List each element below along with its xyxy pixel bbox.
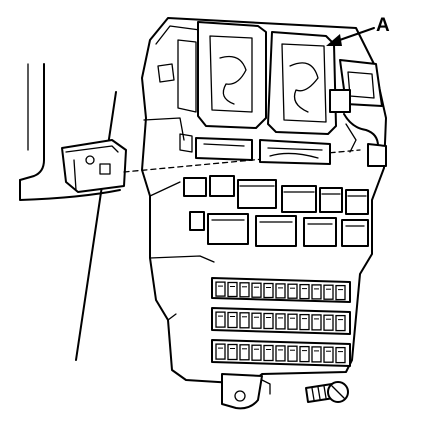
mounting-guide-line xyxy=(75,91,117,361)
top-relays xyxy=(157,21,337,135)
fuse-slot xyxy=(263,312,274,330)
fuse-slot xyxy=(335,346,346,364)
fuse-slot xyxy=(275,313,286,330)
body-panel xyxy=(19,63,121,201)
fuse-slot xyxy=(335,284,346,301)
side-connector xyxy=(329,59,387,167)
fuse-slot xyxy=(239,344,250,361)
fuse-slot xyxy=(335,314,346,332)
fuse-slot xyxy=(215,343,226,360)
connector-row xyxy=(179,133,331,165)
fuse-slot xyxy=(275,283,286,299)
fuse-slot xyxy=(287,283,298,299)
fuse-slot xyxy=(251,282,262,298)
fuse-slot xyxy=(311,284,322,300)
callout-label-a: A xyxy=(376,15,390,36)
fuse-slot xyxy=(251,312,262,329)
bottom-tab xyxy=(221,373,271,410)
relay-row-lower xyxy=(189,211,369,247)
fuse-slot xyxy=(251,344,262,361)
fuse-slot xyxy=(311,314,322,331)
fuse-slot xyxy=(299,345,310,363)
fuse-slot xyxy=(239,312,250,329)
fuse-slot xyxy=(263,344,274,362)
fuse-slot xyxy=(287,313,298,330)
fuse-slot xyxy=(323,314,334,331)
fuse-slot xyxy=(263,282,274,299)
mounting-bracket xyxy=(61,139,127,193)
fuse-slot xyxy=(299,283,310,300)
fuse-slot xyxy=(215,311,226,328)
fuse-slot xyxy=(323,346,334,363)
fuse-slot xyxy=(299,313,310,331)
fuse-slot xyxy=(215,281,226,297)
callout-arrow xyxy=(326,27,375,46)
fuse-slot xyxy=(239,282,250,298)
relay-row-upper xyxy=(183,175,369,215)
fuse-slot xyxy=(227,311,238,329)
fuse-slot xyxy=(323,284,334,300)
fuse-slot xyxy=(275,345,286,362)
fuse-cells xyxy=(215,281,346,364)
fuse-slot xyxy=(311,346,322,363)
fuse-slot xyxy=(227,281,238,298)
fuse-slot xyxy=(287,345,298,362)
mounting-bolt xyxy=(305,381,349,403)
fuse-slot xyxy=(227,343,238,361)
